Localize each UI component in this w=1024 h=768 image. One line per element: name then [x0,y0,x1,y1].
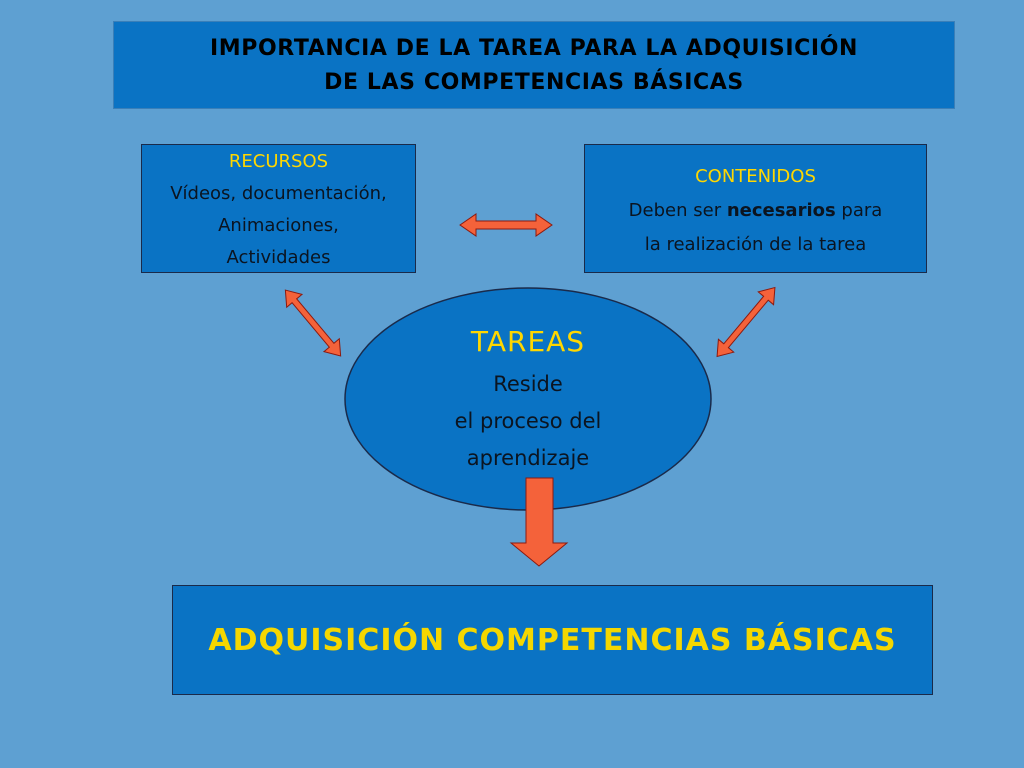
contenidos-box: CONTENIDOS Deben ser necesarios para la … [584,144,927,273]
tareas-heading: TAREAS [470,325,586,358]
recursos-heading: RECURSOS [228,151,329,172]
contenidos-line-2: la realización de la tarea [644,234,867,255]
tareas-line-1: Reside [493,372,563,396]
contenidos-emphasis: necesarios [726,200,836,221]
tareas-line-3: aprendizaje [466,446,590,470]
double-arrow-horizontal [459,213,553,237]
recursos-line-3: Actividades [226,247,331,268]
double-arrow-left-diagonal [284,289,342,357]
tareas-line-2: el proceso del [454,409,602,433]
title-line-1: IMPORTANCIA DE LA TAREA PARA LA ADQUISIC… [209,36,859,61]
contenidos-line-1-pre: Deben ser [628,200,727,221]
double-arrow-right-diagonal [716,286,776,358]
result-label: ADQUISICIÓN COMPETENCIAS BÁSICAS [208,623,897,658]
title-line-2: DE LAS COMPETENCIAS BÁSICAS [324,70,744,95]
down-arrow [509,477,569,567]
title-box: IMPORTANCIA DE LA TAREA PARA LA ADQUISIC… [113,21,955,109]
result-box: ADQUISICIÓN COMPETENCIAS BÁSICAS [172,585,933,695]
recursos-line-2: Animaciones, [218,215,339,236]
contenidos-heading: CONTENIDOS [695,166,816,187]
recursos-line-1: Vídeos, documentación, [170,183,387,204]
tareas-text: TAREAS Reside el proceso del aprendizaje [345,318,711,477]
contenidos-line-1-post: para [835,200,883,221]
contenidos-line-1: Deben ser necesarios para [585,194,926,228]
recursos-box: RECURSOS Vídeos, documentación, Animacio… [141,144,416,273]
